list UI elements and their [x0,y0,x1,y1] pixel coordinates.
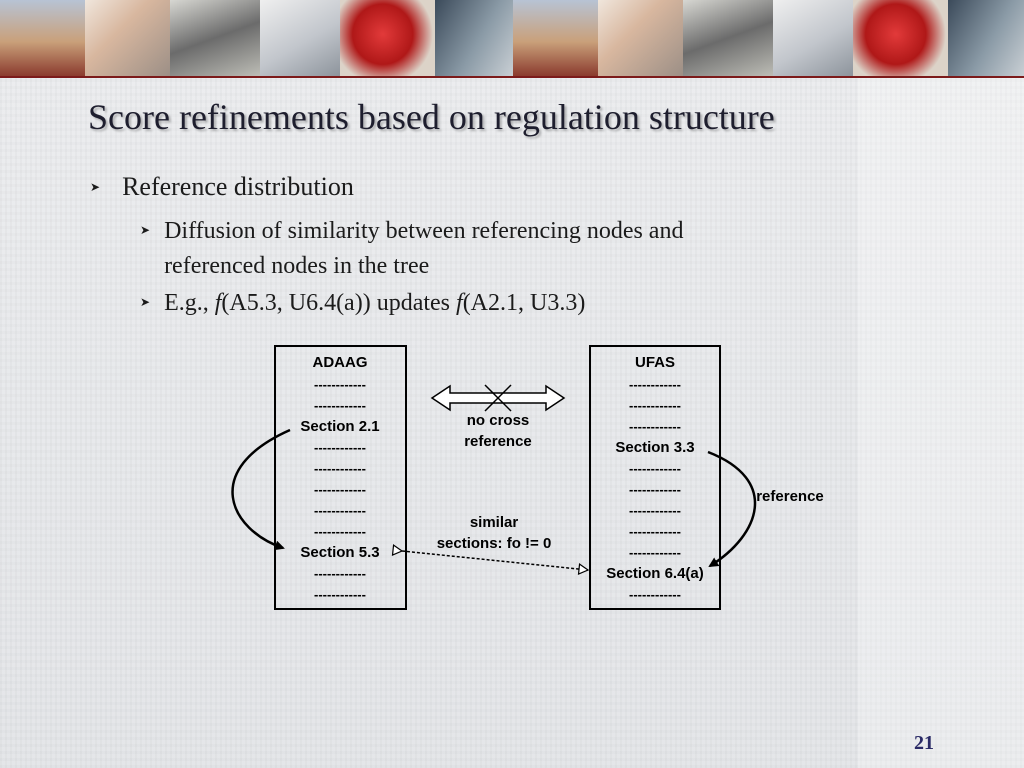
banner-photo-bridge-2 [513,0,598,76]
right-reference-arrow [707,450,757,568]
chevron-right-icon: ➤ [140,222,151,237]
reference-label: reference [756,488,824,505]
banner-photo-screen-2 [948,0,1024,76]
banner-photo-logo-2 [853,0,948,76]
banner-divider [0,76,1024,78]
example-f1: f [214,290,222,316]
adaag-box [274,345,407,610]
ufas-row-dashes: ------------ [629,503,681,518]
adaag-row-dashes: ------------ [314,503,366,518]
adaag-row-dashes: ------------ [314,398,366,413]
adaag-rows: ------------ ------------ Section 2.1 -----… [300,377,379,602]
bullet-level2-example: ➤E.g., f(A5.3, U6.4(a)) updates f(A2.1, … [140,290,585,317]
example-mid: (A5.3, U6.4(a)) updates [221,290,457,316]
adaag-row-dashes: ------------ [314,440,366,455]
adaag-row-dashes: ------------ [314,482,366,497]
page-number: 21 [914,732,934,754]
banner-photo-logo [340,0,435,76]
chevron-right-icon: ➤ [90,179,101,194]
adaag-row-dashes: ------------ [314,377,366,392]
ufas-row-dashes: ------------ [629,587,681,602]
adaag-row-dashes: ------------ [314,461,366,476]
left-reference-arrow [231,428,291,551]
bullet-diffusion-line1: Diffusion of similarity between referenc… [164,218,684,244]
banner-photo-mouse-2 [773,0,853,76]
example-f2: f [456,290,463,316]
ufas-row-dashes: ------------ [629,377,681,392]
slide-title: Score refinements based on regulation st… [88,97,775,137]
similar-label-line1: similar [470,514,519,531]
header-banner [0,0,1024,78]
ufas-row-dashes: ------------ [629,419,681,434]
cross-mark-icon [484,384,512,412]
adaag-row-dashes: ------------ [314,587,366,602]
bullet-level1: ➤ Reference distribution [90,172,354,202]
bullet-diffusion-line2: referenced nodes in the tree [164,253,430,279]
ufas-row-dashes: ------------ [629,524,681,539]
bullet-level2-diffusion: ➤ Diffusion of similarity between referen… [140,214,683,284]
similarity-arrow [402,551,588,570]
no-cross-label-line1: no cross [467,412,530,429]
ufas-rows: ------------ ------------ ------------ Sect… [606,377,704,602]
adaag-title: ADAAG [313,354,368,371]
banner-photo-keyboard [85,0,170,76]
banner-photo-bridge [0,0,85,76]
no-cross-label-line2: reference [464,433,532,450]
similar-label-line2: sections: fo != 0 [437,535,552,552]
chevron-right-icon: ➤ [140,294,151,309]
adaag-row-section: Section 2.1 [300,418,379,435]
banner-photo-wheelchair [170,0,260,76]
ufas-row-dashes: ------------ [629,398,681,413]
banner-photo-wheelchair-2 [683,0,773,76]
banner-photo-mouse [260,0,340,76]
adaag-row-dashes: ------------ [314,566,366,581]
ufas-row-section: Section 3.3 [615,439,694,456]
ufas-row-dashes: ------------ [629,545,681,560]
adaag-row-section: Section 5.3 [300,544,379,561]
adaag-row-dashes: ------------ [314,524,366,539]
ufas-row-section: Section 6.4(a) [606,565,704,582]
ufas-row-dashes: ------------ [629,482,681,497]
ufas-box [589,345,721,610]
slide-side-panel [858,78,1024,768]
banner-photo-keyboard-2 [598,0,683,76]
example-suffix: (A2.1, U3.3) [462,290,586,316]
ufas-title: UFAS [635,354,675,371]
example-prefix: E.g., [164,290,215,316]
bullet-level1-text: Reference distribution [122,172,354,201]
ufas-row-dashes: ------------ [629,461,681,476]
banner-photo-screen [435,0,513,76]
